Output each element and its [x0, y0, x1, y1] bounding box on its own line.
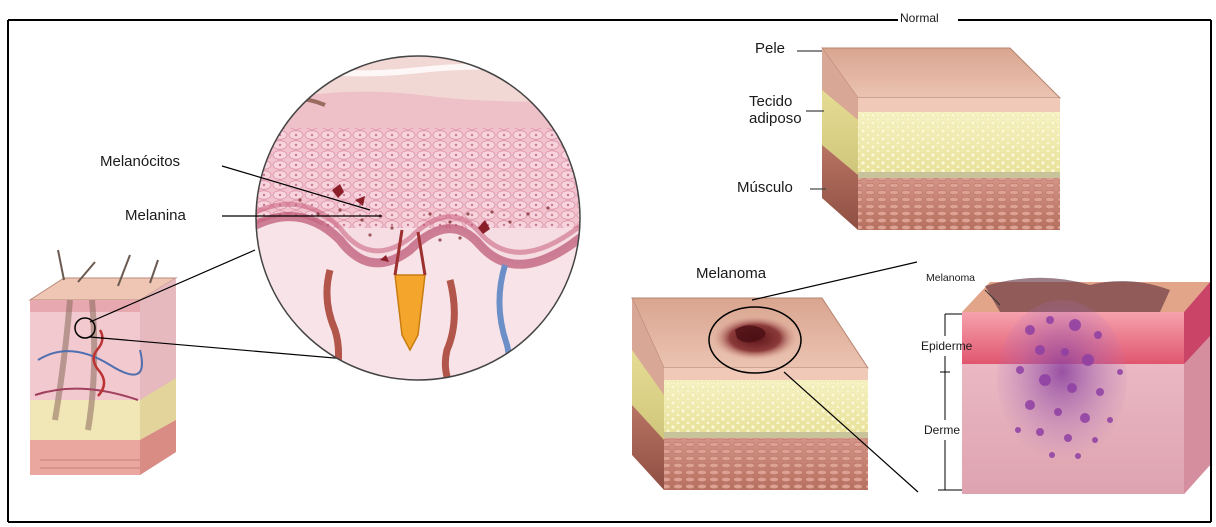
epiderme-label: Epiderme: [921, 340, 972, 353]
musculo-label: Músculo: [737, 180, 793, 197]
tecido-label-line2: adiposo: [749, 111, 802, 128]
normal-skin-block-icon: [797, 48, 1060, 230]
melanoma-block-label: Melanoma: [696, 266, 766, 283]
derme-label: Derme: [924, 424, 960, 437]
melanoma-detail-label: Melanoma: [926, 273, 975, 285]
pele-label: Pele: [755, 41, 785, 58]
melanina-label: Melanina: [125, 208, 186, 225]
tecido-label-line1: Tecido: [749, 94, 792, 111]
melanoma-cross-section-icon: [938, 278, 1210, 494]
magnified-epidermis-icon: [222, 50, 590, 390]
melanocitos-label: Melanócitos: [100, 154, 180, 171]
melanoma-skin-block-icon: [632, 262, 918, 492]
normal-title: Normal: [900, 12, 939, 25]
